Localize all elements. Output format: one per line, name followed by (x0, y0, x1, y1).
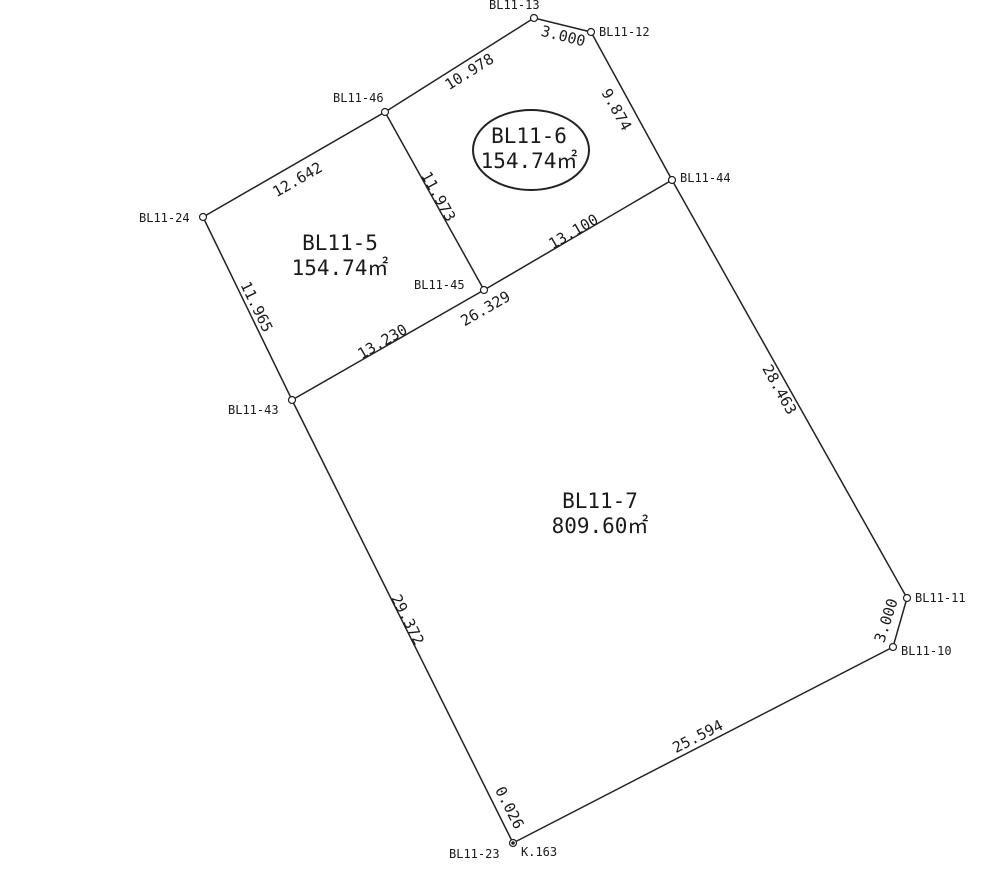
survey-points (198, 13, 912, 848)
line-11-10 (892, 597, 908, 648)
distance-23-k: 0.026 (491, 784, 528, 832)
parcel-bl11-6-area: 154.74㎡ (481, 149, 578, 173)
label-bl11-13: BL11-13 (489, 0, 540, 12)
boundary-lines (202, 17, 908, 844)
label-bl11-24: BL11-24 (139, 211, 190, 225)
distance-24-46: 12.642 (270, 158, 326, 201)
line-12-44 (590, 31, 673, 181)
line-43-45 (291, 289, 485, 401)
distance-44-11: 28.463 (758, 362, 800, 418)
label-k163: K.163 (521, 845, 557, 859)
point-bl11-13 (529, 13, 539, 23)
point-bl11-11 (902, 593, 912, 603)
line-46-13 (384, 17, 535, 113)
point-bl11-43 (287, 395, 297, 405)
label-bl11-10: BL11-10 (901, 644, 952, 658)
parcel-bl11-6-highlight-circle (472, 109, 590, 191)
distance-labels: 3.000 10.978 9.874 12.642 11.973 13.100 … (237, 22, 902, 832)
distance-46-45: 11.973 (417, 169, 459, 225)
parcel-bl11-6-id: BL11-6 (491, 124, 567, 148)
point-bl11-46 (380, 107, 390, 117)
distance-24-43: 11.965 (237, 279, 277, 336)
point-bl11-12 (586, 27, 596, 37)
line-44-11 (671, 179, 908, 599)
line-23-43 (291, 399, 514, 844)
label-bl11-45: BL11-45 (414, 278, 465, 292)
parcel-bl11-7: BL11-7 809.60㎡ (552, 489, 649, 538)
parcel-bl11-7-id: BL11-7 (562, 489, 638, 513)
parcel-bl11-6: BL11-6 154.74㎡ (472, 109, 590, 191)
label-bl11-23: BL11-23 (449, 847, 500, 861)
distance-11-10: 3.000 (871, 596, 902, 645)
line-24-46 (202, 111, 386, 218)
line-13-12 (533, 17, 592, 33)
parcel-bl11-5-id: BL11-5 (302, 231, 378, 255)
line-45-44 (483, 179, 673, 291)
point-bl11-45 (479, 285, 489, 295)
parcel-bl11-5-area: 154.74㎡ (292, 256, 389, 280)
label-bl11-11: BL11-11 (915, 591, 966, 605)
point-bl11-10 (888, 642, 898, 652)
distance-45-44: 13.100 (546, 210, 602, 253)
distance-43-45: 13.230 (355, 320, 411, 363)
line-10-23 (512, 646, 894, 844)
point-bl11-44 (667, 175, 677, 185)
label-bl11-44: BL11-44 (680, 171, 731, 185)
label-bl11-12: BL11-12 (599, 25, 650, 39)
distance-43-23: 29.372 (387, 592, 428, 648)
distance-10-23: 25.594 (670, 716, 726, 757)
parcel-bl11-7-area: 809.60㎡ (552, 514, 649, 538)
point-labels: BL11-13 BL11-12 BL11-46 BL11-44 BL11-24 … (139, 0, 966, 861)
distance-13-12: 3.000 (539, 22, 587, 50)
label-bl11-46: BL11-46 (333, 91, 384, 105)
point-bl11-24 (198, 212, 208, 222)
point-k163-marker (511, 841, 515, 845)
line-46-45 (384, 111, 485, 291)
label-bl11-43: BL11-43 (228, 403, 279, 417)
distance-12-44: 9.874 (598, 85, 636, 133)
line-43-24 (202, 216, 293, 401)
parcel-bl11-5: BL11-5 154.74㎡ (292, 231, 389, 280)
